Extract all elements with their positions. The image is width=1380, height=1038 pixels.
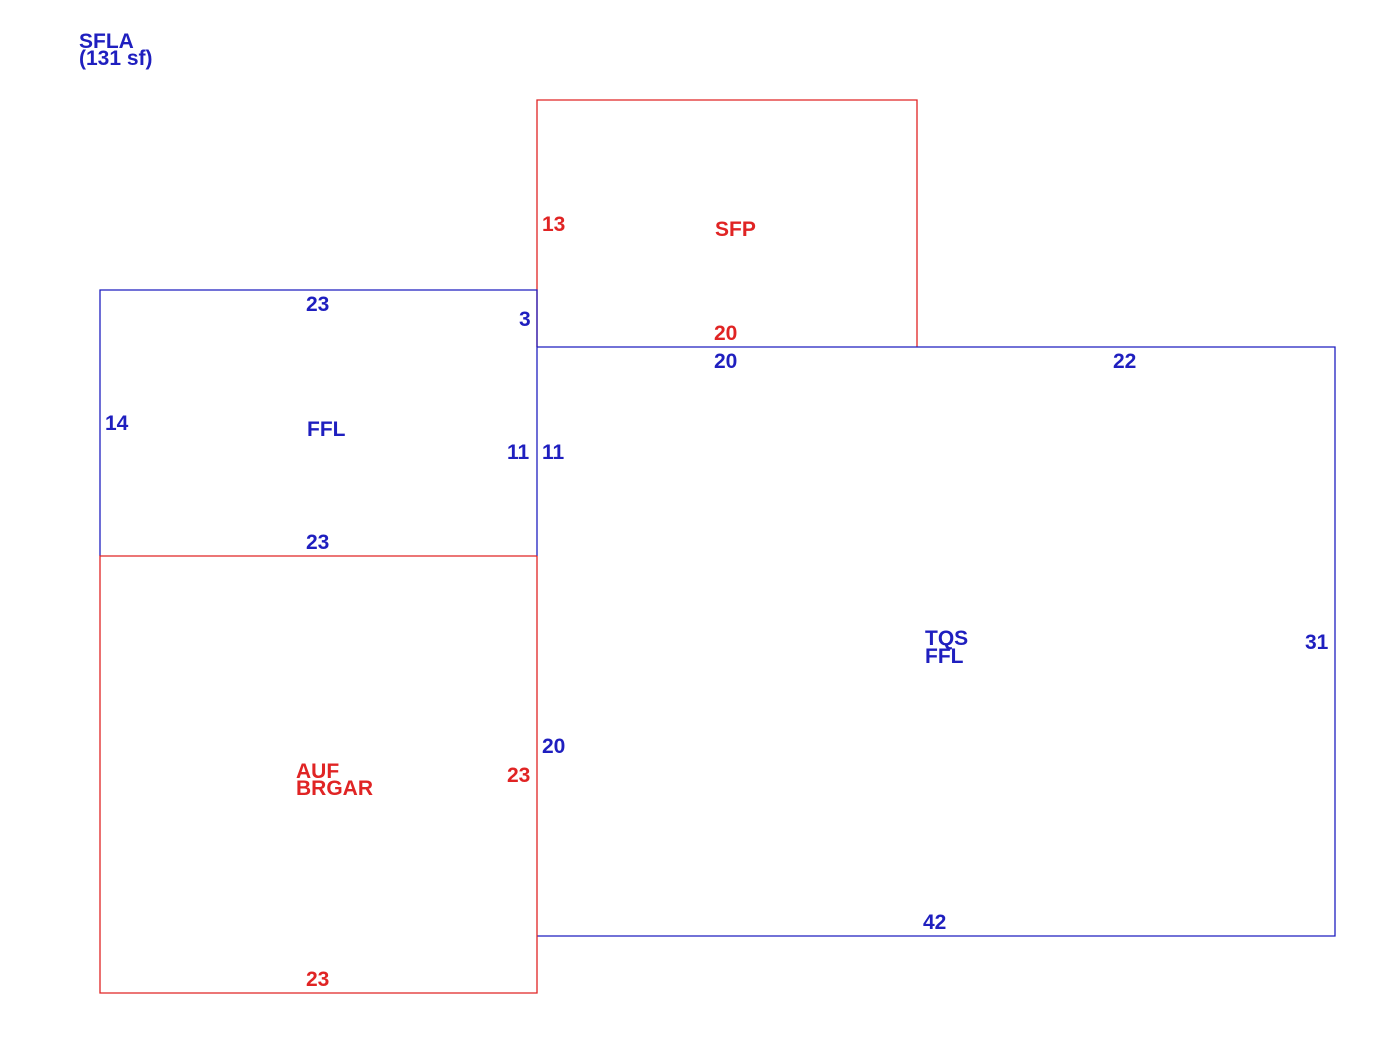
tqs-ffl-dim-right: 31 (1305, 631, 1329, 654)
sfp-dim-left: 13 (542, 213, 565, 236)
tqs-ffl-label: FFL (925, 645, 964, 668)
brgar-label: BRGAR (296, 777, 373, 800)
auf-brgar-area: AUF BRGAR 23 23 (99, 555, 538, 994)
auf-brgar-dim-bottom: 23 (306, 968, 329, 991)
ffl-upper-outline (99, 289, 538, 556)
tqs-ffl-dim-top-left: 20 (714, 350, 737, 373)
tqs-label: TQS (925, 627, 968, 650)
tqs-ffl-area: TQS FFL 20 22 11 20 31 42 (536, 346, 1336, 937)
sfla-area-value: (131 sf) (79, 47, 153, 70)
ffl-upper-dim-right-top: 3 (519, 308, 531, 331)
ffl-upper-dim-right: 11 (507, 441, 530, 464)
tqs-ffl-dim-bottom: 42 (923, 911, 946, 934)
auf-brgar-dim-right: 23 (507, 764, 530, 787)
sfp-outline (536, 99, 918, 347)
ffl-upper-dim-top: 23 (306, 293, 329, 316)
tqs-ffl-dim-left-top: 11 (542, 441, 565, 464)
ffl-upper-dim-bottom: 23 (306, 531, 329, 554)
tqs-ffl-dim-left-bottom: 20 (542, 735, 565, 758)
sfp-dim-bottom: 20 (714, 322, 737, 345)
ffl-upper-dim-left: 14 (105, 412, 129, 435)
tqs-ffl-outline (537, 346, 1336, 937)
sfp-label: SFP (715, 218, 756, 241)
auf-label: AUF (296, 760, 339, 783)
ffl-upper-area: FFL 23 14 3 11 23 (99, 289, 538, 556)
sfla-title: SFLA (79, 30, 134, 53)
auf-brgar-outline (99, 555, 538, 994)
ffl-upper-label: FFL (307, 418, 346, 441)
tqs-ffl-dim-top-right: 22 (1113, 350, 1136, 373)
sfp-area: SFP 13 20 (536, 99, 918, 347)
